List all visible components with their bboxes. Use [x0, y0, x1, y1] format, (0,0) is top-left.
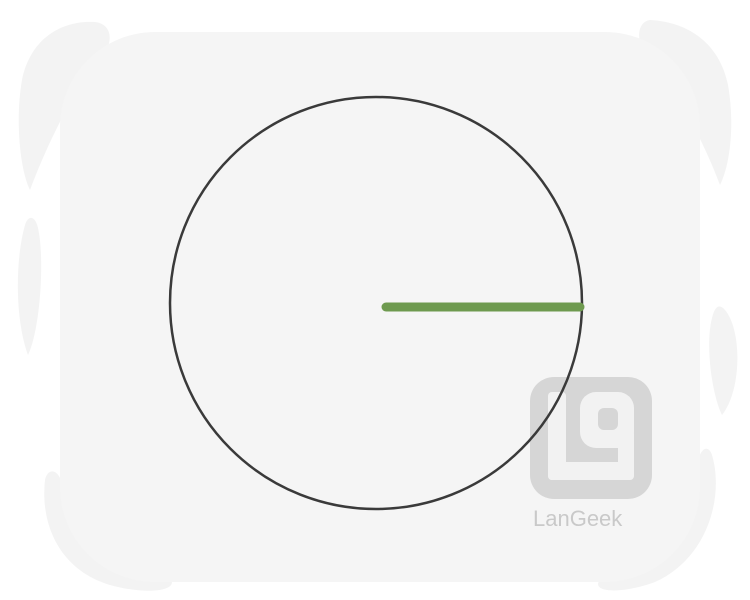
- decor-shape-bottom-left: [44, 471, 172, 591]
- decor-shape-right: [709, 306, 738, 415]
- decor-shape-left: [17, 217, 42, 355]
- langeek-logo-icon: [530, 377, 652, 499]
- decor-shape-bottom-right: [598, 448, 716, 591]
- watermark-brand-text: LanGeek: [533, 506, 623, 531]
- card-background: [60, 32, 700, 582]
- watermark: LanGeek: [530, 377, 652, 531]
